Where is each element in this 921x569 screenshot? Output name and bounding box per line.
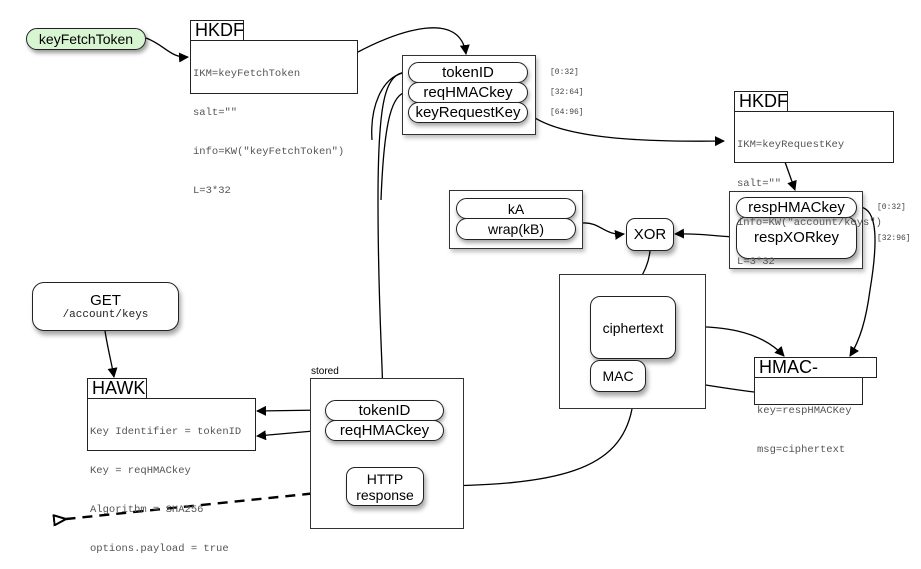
hkdf2-line: L=3*32 (737, 256, 775, 268)
http-response-line2: response (356, 486, 414, 503)
xor-operation: XOR (626, 218, 674, 251)
edge-respxorkey-to-xor (674, 228, 737, 239)
slice-label: [32:64] (550, 88, 584, 97)
stored-tokenid: tokenID (325, 400, 444, 421)
edge-keyrequestkey-to-hkdf2 (527, 112, 725, 147)
edge-plain-keys-to-xor (582, 222, 625, 240)
slice-label: [32:96] (877, 234, 911, 243)
hkdf2-params: IKM=keyRequestKey salt="" info=KW("accou… (734, 111, 894, 268)
hawk-params: Key Identifier = tokenID Key = reqHMACke… (87, 398, 256, 555)
ciphertext-node: ciphertext (590, 296, 676, 359)
hkdf1-line: info=KW("keyFetchToken") (193, 146, 345, 158)
hkdf1-params: IKM=keyFetchToken salt="" info=KW("keyFe… (190, 40, 358, 197)
request-path: /account/keys (62, 309, 149, 321)
resp-key-respxorkey: respXORkey (736, 216, 857, 259)
hkdf1-line: salt="" (193, 107, 238, 119)
derived-key-keyrequestkey: keyRequestKey (408, 102, 528, 123)
hawk-line: Key Identifier = tokenID (90, 426, 242, 438)
edge-get-to-hawk (104, 330, 118, 378)
hkdf2-title: HKDF (734, 91, 788, 112)
hkdf2-line: salt="" (737, 178, 782, 190)
http-response-node: HTTP response (346, 467, 424, 506)
edge-hkdf-to-derived-keys (357, 27, 470, 55)
hawk-title: HAWK (87, 378, 147, 399)
hmac-title: HMAC-SHA256 (754, 357, 877, 396)
mac-node: MAC (590, 360, 646, 392)
stored-reqhmackey: reqHMACkey (325, 420, 444, 441)
hmac-params: key=respHMACKey msg=ciphertext (754, 377, 863, 456)
http-response-line1: HTTP (366, 470, 404, 487)
request-method: GET (90, 292, 121, 309)
plain-key-ka: kA (456, 198, 576, 219)
hkdf1-line: IKM=keyFetchToken (193, 68, 301, 80)
edge-keyfetchtoken-to-hkdf (145, 37, 189, 63)
plain-key-wrap-kb: wrap(kB) (456, 218, 576, 240)
slice-label: [64:96] (550, 108, 584, 117)
hawk-line: Key = reqHMACkey (90, 465, 191, 477)
keyfetchtoken-node: keyFetchToken (26, 28, 146, 50)
resp-key-resphmackey: respHMACkey (736, 197, 857, 218)
hawk-line: options.payload = true (90, 543, 229, 555)
derived-key-reqhmackey: reqHMACkey (408, 82, 528, 103)
slice-label: [0:32] (550, 68, 579, 77)
hawk-line: Algorithm = SHA256 (90, 504, 204, 516)
hkdf2-line: IKM=keyRequestKey (737, 139, 845, 151)
hmac-line: msg=ciphertext (757, 444, 846, 456)
hkdf2-line: info=KW("account/keys") (737, 217, 882, 229)
hmac-line: key=respHMACKey (757, 405, 852, 417)
slice-label: [0:32] (877, 203, 906, 212)
derived-key-tokenid: tokenID (408, 62, 528, 83)
stored-label: stored (311, 366, 339, 377)
get-request-node: GET /account/keys (32, 282, 179, 331)
hkdf1-line: L=3*32 (193, 185, 231, 197)
hkdf1-title: HKDF (190, 20, 244, 41)
